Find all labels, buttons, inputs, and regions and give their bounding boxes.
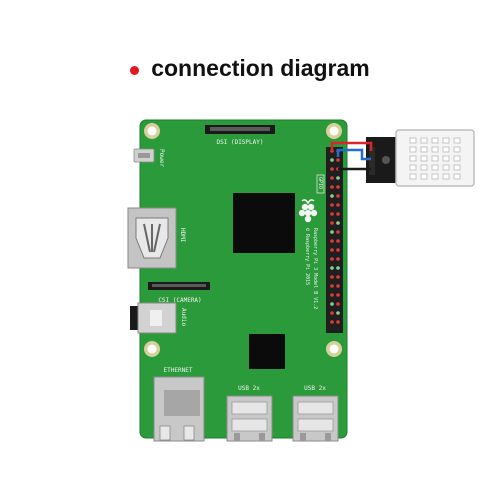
wire-blue (336, 148, 371, 161)
sensor-grille (409, 137, 461, 180)
usb-right-label: USB 2x (304, 385, 326, 392)
gpio-pin (330, 320, 334, 324)
gpio-pin (336, 176, 340, 180)
model-label-line2: © Raspberry Pi 2015 (304, 228, 310, 285)
sensor-vent-slot (431, 146, 439, 153)
soc-chip (233, 193, 295, 253)
gpio-pin (336, 212, 340, 216)
lan-chip (249, 334, 285, 369)
gpio-pin (330, 257, 334, 261)
sensor-vent-slot (442, 173, 450, 180)
gpio-pin (336, 320, 340, 324)
csi-label: CSI (CAMERA) (158, 297, 201, 304)
gpio-pin (336, 158, 340, 162)
gpio-pin (330, 176, 334, 180)
usb-port-left (226, 395, 273, 442)
audio-jack (130, 302, 177, 334)
sensor-vent-slot (420, 173, 428, 180)
hdmi-label: HDMI (179, 228, 186, 243)
mounting-holes (144, 123, 342, 357)
sensor-vent-slot (431, 155, 439, 162)
gpio-pin (330, 212, 334, 216)
title-row: connection diagram (0, 50, 500, 86)
sensor-vent-slot (420, 146, 428, 153)
gpio-pin (330, 203, 334, 207)
title-bullet (130, 65, 140, 75)
gpio-pin (336, 203, 340, 207)
sensor-vent-slot (409, 137, 417, 144)
gpio-pin (336, 194, 340, 198)
ethernet-label: ETHERNET (164, 367, 193, 374)
gpio-pin (336, 284, 340, 288)
gpio-pin (330, 248, 334, 252)
gpio-pin (336, 248, 340, 252)
ethernet-port (153, 376, 205, 442)
sensor-vent-slot (420, 164, 428, 171)
sensor-vent-slot (442, 146, 450, 153)
gpio-pin (330, 230, 334, 234)
gpio-pin (330, 221, 334, 225)
gpio-pin (330, 194, 334, 198)
usb-port-right (292, 395, 339, 442)
sensor-vent-slot (409, 146, 417, 153)
sensor-vent-slot (442, 137, 450, 144)
gpio-pin (330, 167, 334, 171)
wires (330, 141, 373, 171)
sensor-vent-slot (453, 137, 461, 144)
gpio-pin (330, 284, 334, 288)
sensor-vent-slot (409, 173, 417, 180)
gpio-pin (330, 158, 334, 162)
hdmi-port (127, 207, 177, 269)
sensor-vent-slot (431, 164, 439, 171)
gpio-pin (330, 185, 334, 189)
gpio-pin (330, 311, 334, 315)
sensor-vent-slot (431, 137, 439, 144)
page-title: connection diagram (151, 54, 370, 81)
gpio-pin (336, 230, 340, 234)
gpio-pin (336, 239, 340, 243)
gpio-pin (336, 185, 340, 189)
wire-red (330, 141, 373, 151)
sensor-vent-slot (442, 155, 450, 162)
gpio-pin (336, 275, 340, 279)
gpio-pin (336, 293, 340, 297)
sensor-vent-slot (431, 173, 439, 180)
gpio-header (326, 147, 343, 333)
sensor-vent-slot (409, 164, 417, 171)
gpio-pin (336, 302, 340, 306)
sensor-vent-slot (453, 164, 461, 171)
power-label: Power (158, 149, 165, 167)
usb-left-label: USB 2x (238, 385, 260, 392)
gpio-pin (330, 239, 334, 243)
sensor-vent-slot (420, 137, 428, 144)
sensor-vent-slot (420, 155, 428, 162)
raspberry-pi-board: DSI (DISPLAY) Power HDMI CSI (CAMERA) Au… (127, 119, 348, 442)
model-label-line1: Raspberry Pi 3 Model B V1.2 (312, 228, 318, 309)
raspberry-logo-icon (298, 199, 318, 223)
gpio-pin (330, 302, 334, 306)
sensor-vent-slot (409, 155, 417, 162)
gpio-label: GPIO (317, 177, 323, 189)
sensor-vent-slot (453, 173, 461, 180)
gpio-pin (336, 257, 340, 261)
gpio-pin (336, 311, 340, 315)
sensor-vent-slot (442, 164, 450, 171)
sensor-vent-slot (453, 146, 461, 153)
gpio-label-box (316, 174, 325, 194)
dsi-label: DSI (DISPLAY) (217, 139, 264, 146)
gpio-pin (330, 275, 334, 279)
sensor-module (366, 129, 475, 187)
gpio-pin (336, 266, 340, 270)
gpio-pin (330, 266, 334, 270)
gpio-pin (330, 293, 334, 297)
audio-label: Audio (180, 308, 187, 326)
gpio-pin (336, 221, 340, 225)
sensor-vent-slot (453, 155, 461, 162)
